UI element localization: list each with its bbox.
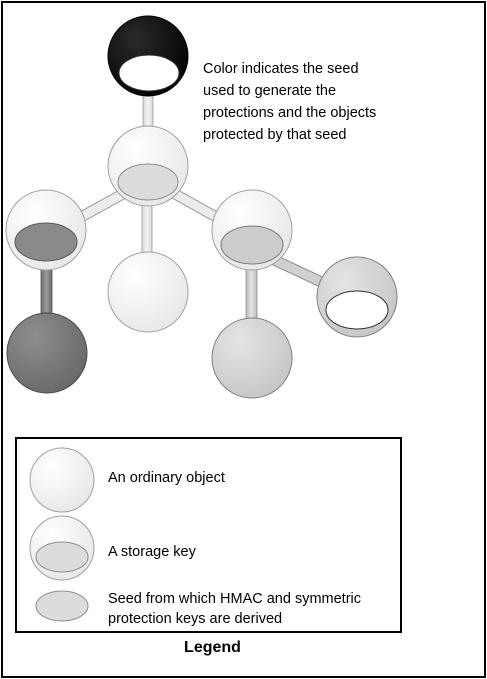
medium-storage-key-white-seed [316,256,398,338]
legend-line: protection keys are derived [108,611,283,627]
note-line: protections and the objects [203,105,377,121]
legend-line: Seed from which HMAC and symmetric [108,591,362,607]
legend-label-storage-key: A storage key [108,542,196,562]
note-line: Color indicates the seed [203,61,359,77]
root-storage-key-black [107,15,189,97]
seed-color-note: Color indicates the seed used to generat… [203,58,403,146]
legend-label-ordinary-object: An ordinary object [108,468,225,488]
connector-primary-to-middle-object [141,197,153,261]
note-line: protected by that seed [203,127,347,143]
legend-title: Legend [184,639,241,656]
note-line: used to generate the [203,83,337,99]
primary-seed-light [117,163,179,201]
root-seed-white [118,54,180,92]
right-storage-key [211,189,293,271]
legend-line: A storage key [108,544,196,560]
left-storage-key [5,189,87,271]
dark-ordinary-object [6,312,88,394]
legend-line: An ordinary object [108,470,225,486]
left-seed-dark [14,222,78,262]
legend-label-seed: Seed from which HMAC and symmetric prote… [108,589,361,629]
white-seed [325,290,389,330]
primary-storage-key [107,125,189,207]
middle-ordinary-object [107,251,189,333]
medium-ordinary-object [211,317,293,399]
right-seed-medium [220,225,284,265]
connector-right-key-to-medium-object [245,261,258,323]
